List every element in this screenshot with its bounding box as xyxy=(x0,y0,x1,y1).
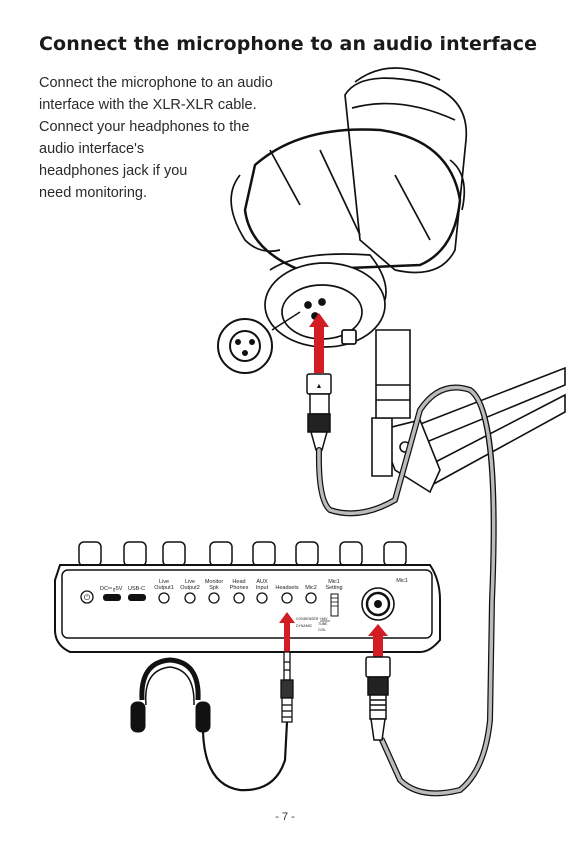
jack-mic2 xyxy=(306,593,316,603)
xlr-connector-top: ▲ xyxy=(307,374,331,450)
svg-text:▲: ▲ xyxy=(316,383,323,390)
usb-port xyxy=(128,594,146,601)
page-number: - 7 - xyxy=(0,811,570,823)
jack-monitor-spk xyxy=(209,593,219,603)
jack-headphones xyxy=(234,593,244,603)
mic1-label: Mic1 xyxy=(396,578,408,584)
jack-label: Output2 xyxy=(180,585,200,591)
svg-text:⏻: ⏻ xyxy=(84,593,91,602)
jack-aux-input xyxy=(257,593,267,603)
jack-live-output1 xyxy=(159,593,169,603)
jack-live-output2 xyxy=(185,593,195,603)
jack-headsets xyxy=(282,593,292,603)
jack-label: Spk xyxy=(209,585,219,591)
headphones xyxy=(131,660,287,790)
jack-label: Headsets xyxy=(275,585,298,591)
switch-label: CONDENSER +48V xyxy=(296,617,328,621)
jack-label: Input xyxy=(256,585,269,591)
headphone-plug xyxy=(281,652,293,722)
jack-label: Phones xyxy=(230,585,249,591)
dc-label: DC═╓5V xyxy=(100,586,123,592)
mic1-setting-switch xyxy=(331,594,338,616)
jack-label: Output1 xyxy=(154,585,174,591)
dc-port xyxy=(103,594,121,601)
microphone xyxy=(231,68,466,347)
jack-label: Mic2 xyxy=(305,585,317,591)
xlr-connector-bottom xyxy=(366,657,390,740)
switch-label: COIL xyxy=(318,628,326,632)
usb-label: USB-C xyxy=(128,586,145,592)
switch-label: TUBE xyxy=(318,622,328,626)
mic1-setting-label: Setting xyxy=(325,585,342,591)
switch-label: DYNAMIC xyxy=(296,624,313,628)
